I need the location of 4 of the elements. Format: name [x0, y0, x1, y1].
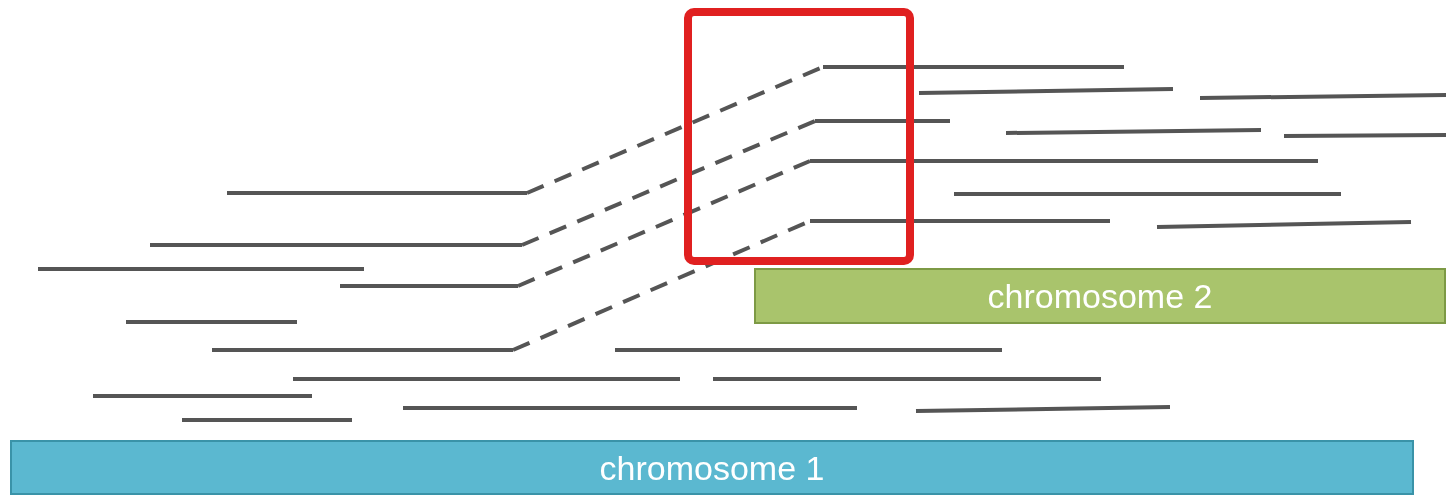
chromosome-label: chromosome 2 — [987, 279, 1213, 313]
chromosome-label: chromosome 1 — [599, 450, 825, 485]
chromosome-bar — [754, 268, 1446, 324]
chromosome-bar — [10, 440, 1414, 495]
